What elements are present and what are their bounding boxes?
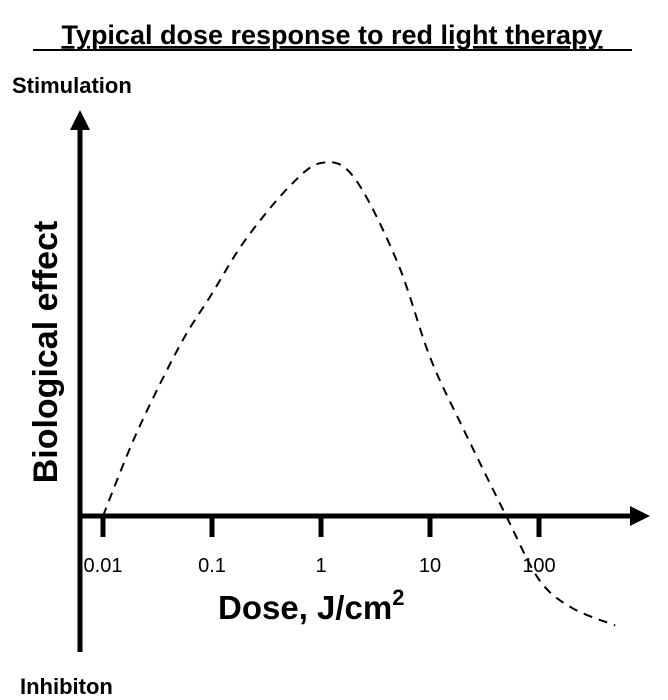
x-tick-label: 10 [419, 555, 441, 577]
y-axis-top-label: Stimulation [12, 73, 132, 98]
x-axis-ticks [100, 514, 542, 537]
x-tick-label: 1 [315, 555, 326, 577]
chart-title: Typical dose response to red light thera… [61, 20, 602, 50]
y-axis-bottom-label: Inhibiton [20, 674, 113, 699]
series-line [102, 161, 616, 627]
x-axis-label: Dose, J/cm2 [218, 585, 405, 626]
x-tick-label: 0.1 [198, 555, 226, 577]
y-axis-label: Biological effect [27, 221, 65, 484]
x-axis-tick-labels: 0.01 0.1 1 10 100 [84, 555, 556, 577]
x-tick-label: 0.01 [84, 555, 123, 577]
x-axis-label-main: Dose, J/cm [218, 589, 392, 626]
x-tick-label: 100 [522, 555, 555, 577]
x-axis-label-superscript: 2 [392, 585, 404, 610]
